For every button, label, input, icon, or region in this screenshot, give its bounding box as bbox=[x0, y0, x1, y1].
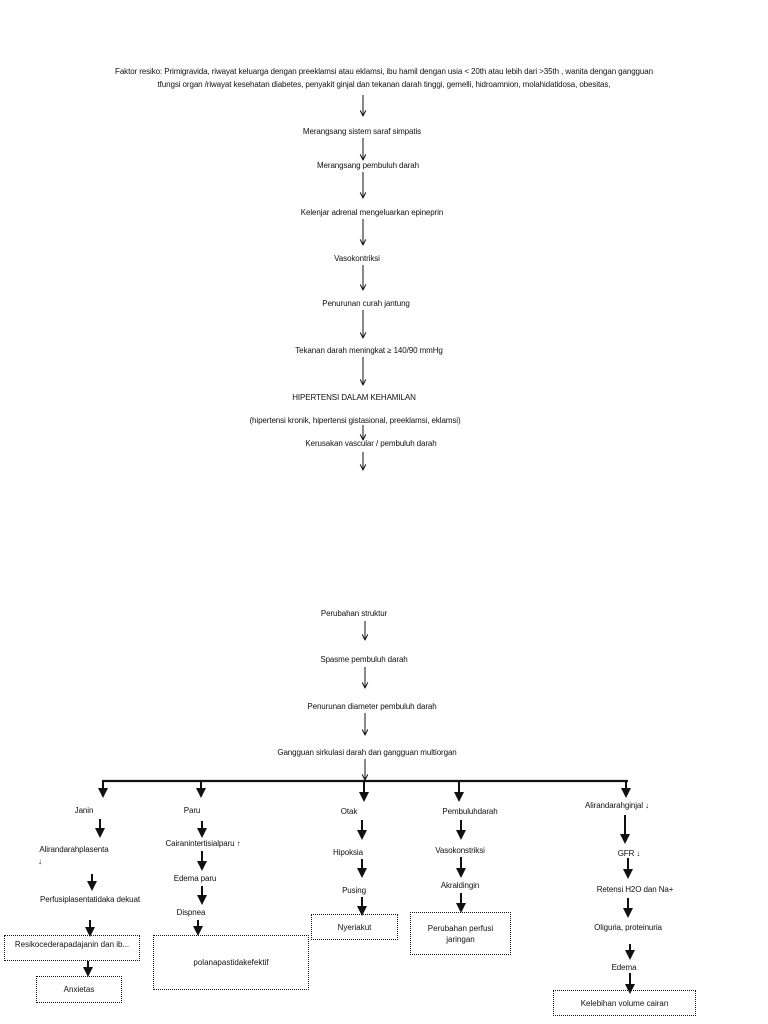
diagnosis-box-kelebihan-volume: Kelebihan volume cairan bbox=[553, 990, 696, 1016]
paru-step-cairan: Cairanintertisialparu ↑ bbox=[165, 839, 241, 848]
diagnosis-box-nyeri-akut: Nyeriakut bbox=[311, 914, 398, 940]
node-tekanan-darah: Tekanan darah meningkat ≥ 140/90 mmHg bbox=[295, 346, 443, 355]
janin-step-aliran-plasenta: Alirandarahplasenta bbox=[39, 845, 109, 854]
branch-title-otak: Otak bbox=[340, 807, 358, 816]
paru-step-edema: Edema paru bbox=[173, 874, 217, 883]
node-penurunan-curah-jantung: Penurunan curah jantung bbox=[322, 299, 410, 308]
node-merangsang-saraf: Merangsang sistem saraf simpatis bbox=[302, 127, 422, 136]
node-gangguan-sirkulasi: Gangguan sirkulasi darah dan gangguan mu… bbox=[277, 748, 457, 757]
pembuluh-step-vasokonstriksi: Vasokonstriksi bbox=[435, 846, 485, 855]
diagnosis-box-anxietas: Anxietas bbox=[36, 976, 122, 1003]
pembuluh-step-akral-dingin: Akraldingin bbox=[440, 881, 480, 890]
node-kerusakan-vascular: Kerusakan vascular / pembuluh darah bbox=[305, 439, 437, 448]
janin-step-perfusi: Perfusiplasentatidaka dekuat bbox=[40, 895, 140, 904]
diagnosis-box-pola-napas: polanapastidakefektif bbox=[153, 935, 309, 990]
node-hipertensi-kehamilan: HIPERTENSI DALAM KEHAMILAN bbox=[292, 393, 416, 402]
diagnosis-box-resiko-cedera: Resikocederapadajanin dan ib... bbox=[4, 935, 140, 961]
node-perubahan-struktur: Perubahan struktur bbox=[320, 609, 388, 618]
otak-step-pusing: Pusing bbox=[342, 886, 366, 895]
ginjal-step-retensi: Retensi H2O dan Na+ bbox=[596, 885, 674, 894]
node-merangsang-pembuluh: Merangsang pembuluh darah bbox=[316, 161, 420, 170]
node-penurunan-diameter: Penurunan diameter pembuluh darah bbox=[307, 702, 437, 711]
branch-title-pembuluh-darah: Pembuluhdarah bbox=[442, 807, 498, 816]
ginjal-step-edema: Edema bbox=[611, 963, 637, 972]
node-vasokontriksi: Vasokontriksi bbox=[334, 254, 380, 263]
diagnosis-box-perfusi-jaringan: Perubahan perfusi jaringan bbox=[410, 912, 511, 955]
risk-factor-line-1: Faktor resiko: Primigravida, riwayat kel… bbox=[115, 67, 653, 76]
ginjal-step-gfr: GFR ↓ bbox=[617, 849, 641, 858]
otak-step-hipoksia: Hipoksia bbox=[333, 848, 363, 857]
ginjal-step-oliguria: Oliguria, proteinuria bbox=[594, 923, 662, 932]
node-kelenjar-adrenal: Kelenjar adrenal mengeluarkan epineprin bbox=[300, 208, 444, 217]
node-spasme: Spasme pembuluh darah bbox=[320, 655, 408, 664]
down-arrow-icon: ↓ bbox=[38, 857, 42, 866]
risk-factor-line-2: tfungsi organ /riwayat kesehatan diabete… bbox=[157, 80, 611, 89]
branch-title-janin: Janin bbox=[74, 806, 94, 815]
branch-title-aliran-ginjal: Alirandarahginjal ↓ bbox=[585, 801, 649, 810]
branch-title-paru: Paru bbox=[183, 806, 201, 815]
paru-step-dispnea: Dispnea bbox=[176, 908, 206, 917]
node-hipertensi-types: (hipertensi kronik, hipertensi gistasion… bbox=[249, 416, 461, 425]
